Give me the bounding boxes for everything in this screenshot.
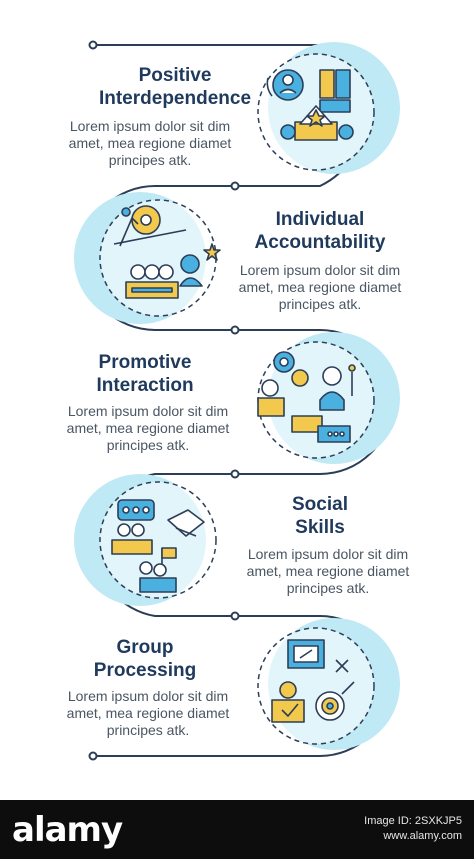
connector-start-dot: [88, 40, 98, 50]
site-url: www.alamy.com: [383, 830, 462, 842]
step-5-text: Lorem ipsum dolor sit dim amet, mea regi…: [66, 688, 230, 738]
connector-dot-1: [230, 181, 240, 191]
step-4-title: Social Skills: [292, 494, 348, 538]
step-1-title: Positive Interdependence: [98, 65, 252, 109]
infographic: Positive Interdependence Lorem ipsum dol…: [66, 40, 410, 761]
step-5-title: Group Processing: [93, 637, 197, 681]
connector-dot-2: [230, 325, 240, 335]
responsibility-climb-icon: [113, 205, 221, 299]
image-meta: Image ID: 2SXKJP5 www.alamy.com: [364, 814, 462, 844]
step-2-title: Individual Accountability: [254, 209, 386, 253]
step-3-title: Promotive Interaction: [96, 352, 194, 396]
image-id-label: Image ID: 2SXKJP5: [364, 815, 462, 827]
strategy-planning-icon: [271, 639, 355, 723]
step-3-text: Lorem ipsum dolor sit dim amet, mea regi…: [66, 403, 230, 453]
collaboration-gears-icon: [257, 351, 356, 443]
teamwork-cooperation-icon: [266, 69, 354, 141]
connector-dot-4: [230, 611, 240, 621]
connector-dot-3: [230, 469, 240, 479]
connector-diagram: [74, 40, 400, 761]
step-4-text: Lorem ipsum dolor sit dim amet, mea regi…: [246, 546, 410, 596]
connector-end-dot: [88, 751, 98, 761]
step-1-text: Lorem ipsum dolor sit dim amet, mea regi…: [68, 118, 232, 168]
watermark-footer: alamy Image ID: 2SXKJP5 www.alamy.com: [0, 800, 474, 859]
handshake-communication-icon: [111, 499, 205, 593]
alamy-logo: alamy: [12, 810, 123, 850]
step-2-text: Lorem ipsum dolor sit dim amet, mea regi…: [238, 262, 402, 312]
